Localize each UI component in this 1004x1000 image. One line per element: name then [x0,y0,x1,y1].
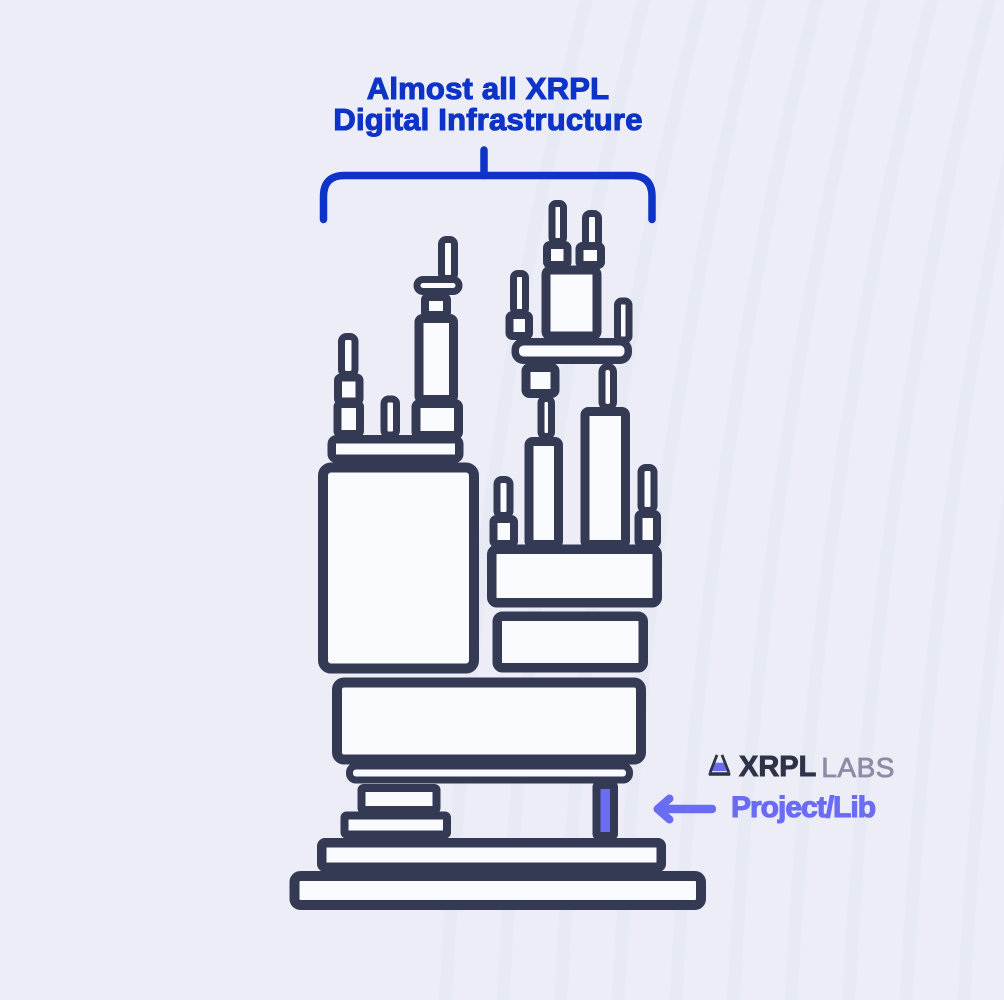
logo-suffix-text: LABS [821,751,895,783]
block-boxB-neck-top [521,363,560,398]
block-blockB1 [487,544,662,608]
block-columnB-right [580,407,630,549]
block-columnA-base [411,399,463,440]
block-boxB-farright [634,510,661,548]
block-boxA-left1 [334,373,364,406]
block-stickB-farleft [493,476,514,519]
block-plateA-cap2 [413,276,463,295]
xrpl-labs-logo: XRPL LABS [707,751,895,784]
block-boxA-left2 [333,400,364,438]
block-plateB-collar [511,338,632,364]
block-plate1 [289,871,706,910]
block-columnA [414,314,458,404]
block-stickB-2 [582,210,602,250]
block-stickA-left [338,333,359,378]
title-line1: Almost all XRPL [366,71,610,106]
block-boxB-left [505,311,533,340]
block-stickA-mid [380,395,400,439]
block-boxB-2 [575,242,605,269]
arrow-left-icon [653,794,716,824]
block-pedestal-top [357,784,441,814]
block-stickB-1 [548,200,567,245]
tower-blocks [289,200,706,910]
block-boxB-farleft [489,515,518,548]
block-blockA [318,462,479,674]
block-pedestal-bottom [340,811,451,839]
block-stickB-farright [637,464,658,514]
brace-bracket [319,146,656,224]
block-blockB2 [492,611,648,673]
title-line2: Digital Infrastructure [333,102,643,137]
block-stickB-left [510,270,529,316]
block-neckB-left [537,395,555,440]
block-plateA-cap [327,435,464,463]
block-plate2 [317,838,666,872]
block-body [332,677,646,765]
block-blockB-top [541,265,602,341]
block-stickA-main [438,236,458,282]
block-stickB-collar-r [614,297,633,344]
project-lib-label: Project/Lib [730,790,876,824]
block-support-purple [592,781,618,840]
block-columnB-left [524,437,563,549]
flask-icon [708,753,731,776]
title: Almost all XRPL Digital Infrastructure [333,71,643,137]
block-thin-plate [346,762,633,784]
project-lib-callout: Project/Lib [650,790,877,825]
block-boxB-1 [543,241,572,269]
logo-brand-text: XRPL [739,751,817,784]
block-neckB-right [598,363,617,411]
block-boxA-neck [421,293,451,319]
